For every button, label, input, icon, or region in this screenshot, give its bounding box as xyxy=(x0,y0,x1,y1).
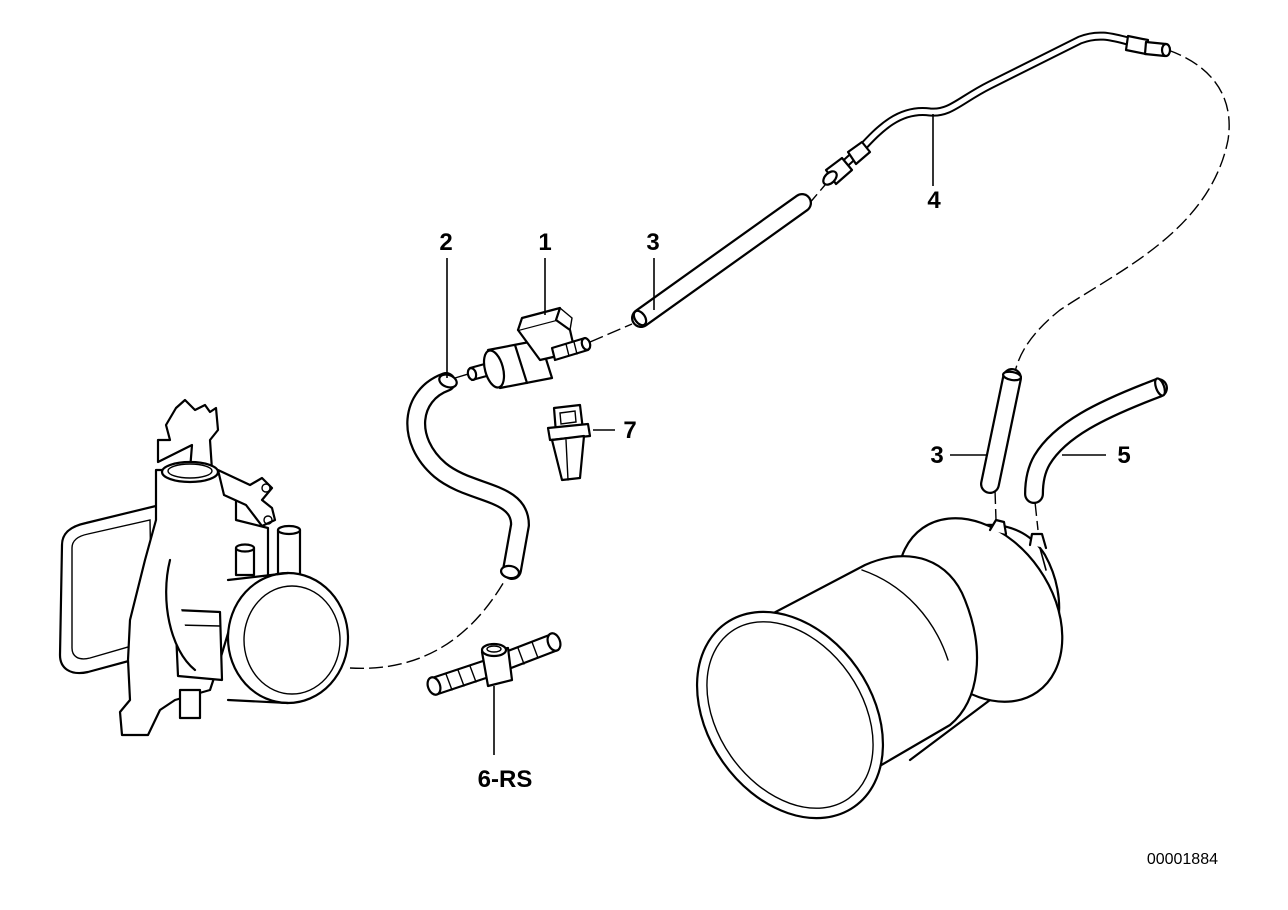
valve-1 xyxy=(466,306,592,390)
callout-leaders xyxy=(446,114,1106,755)
hose-2 xyxy=(406,372,530,580)
callout-3-lower: 3 xyxy=(930,442,943,469)
callout-7: 7 xyxy=(623,417,636,444)
connection-lines xyxy=(349,49,1230,670)
callout-2: 2 xyxy=(439,229,452,256)
charcoal-canister xyxy=(695,517,1064,820)
callout-1: 1 xyxy=(538,229,551,256)
hose-3-upper xyxy=(631,193,812,328)
hose-5 xyxy=(1024,377,1168,504)
hose-3-lower xyxy=(980,368,1022,494)
connector-7 xyxy=(546,403,592,482)
drawing-number: 00001884 xyxy=(1147,851,1218,868)
throttle-body xyxy=(58,398,350,737)
callout-3-upper: 3 xyxy=(646,229,659,256)
callout-6-rs: 6-RS xyxy=(478,766,533,793)
callout-4: 4 xyxy=(927,187,941,214)
pipe-4 xyxy=(822,31,1172,186)
t-connector-6 xyxy=(426,632,562,696)
callout-labels: 1 2 3 4 7 3 5 6-RS xyxy=(439,187,1130,793)
callout-5: 5 xyxy=(1117,442,1130,469)
